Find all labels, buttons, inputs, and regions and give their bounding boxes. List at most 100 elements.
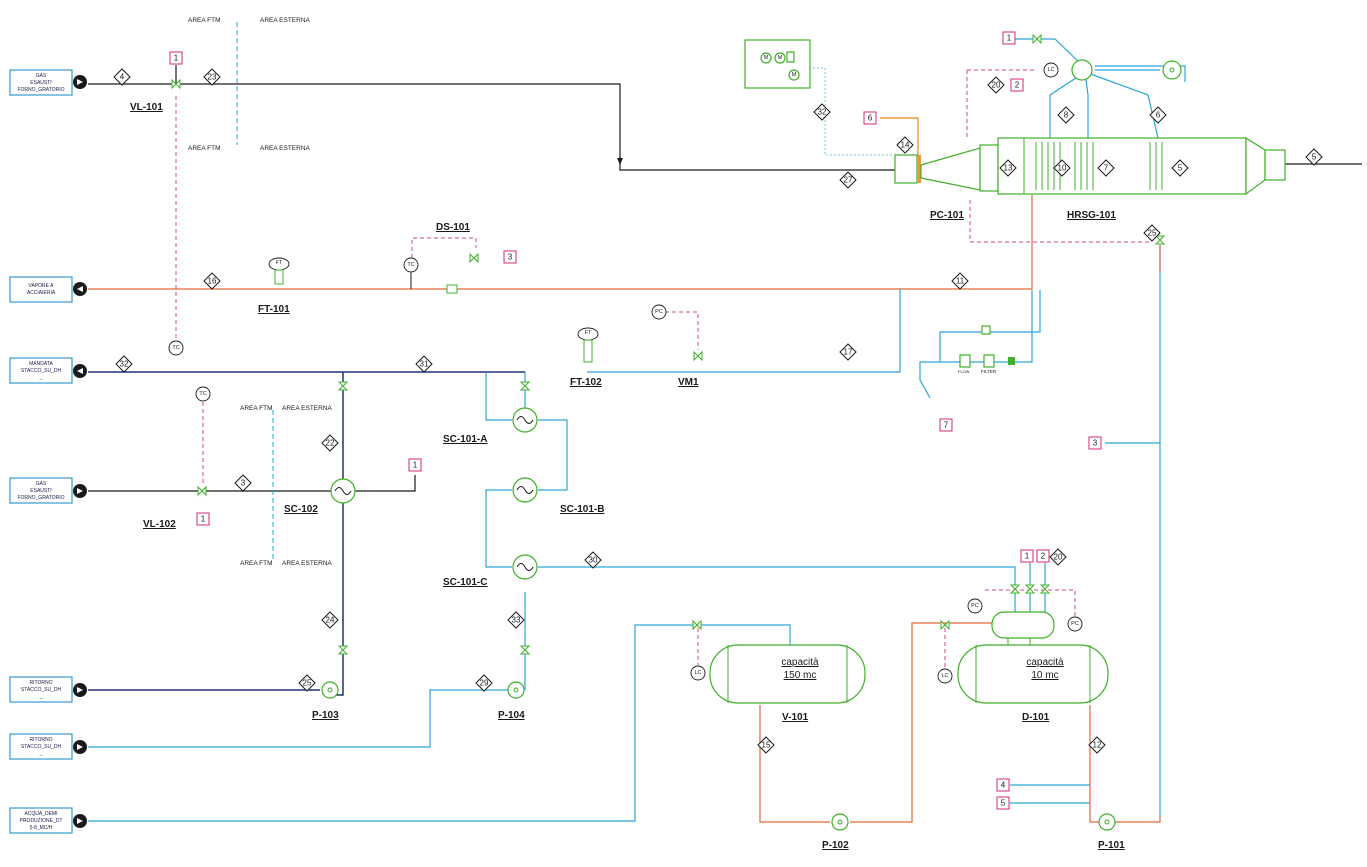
svg-text:STACCO_SU_DH: STACCO_SU_DH [21,744,62,750]
ds101-tag: DS-101 [436,222,470,233]
stream-marker-11[interactable]: 11 [951,272,969,290]
source-gas-esausti-1[interactable]: GAS ESAUSTI FORNO_GRATORIO [9,69,87,96]
stream-marker-10[interactable]: 10 [1053,159,1071,177]
stream-marker-14[interactable]: 14 [896,136,914,154]
stream-marker-23[interactable]: 23 [203,68,221,86]
pc101-precooler[interactable]: PC-101 [894,144,999,221]
stream-marker-4[interactable]: 4 [113,68,131,86]
reference-box-1[interactable]: 1 [196,512,210,526]
stream-marker-12[interactable]: 12 [1088,736,1106,754]
reference-box-1[interactable]: 1 [1002,31,1016,45]
sc101c-exchanger[interactable]: SC-101-C [443,554,538,588]
svg-text:FT-101: FT-101 [258,304,290,315]
svg-text:8: 8 [1064,111,1069,120]
stream-marker-20[interactable]: 20 [987,76,1005,94]
stream-marker-32[interactable]: 32 [115,355,133,373]
d101-vessel[interactable]: capacità 10 mc D-101 [957,611,1109,723]
instrument-tc-3[interactable]: TC [403,257,419,289]
filter-skid[interactable]: FLOW FILTER [958,325,1015,374]
stream-marker-30[interactable]: 30 [584,551,602,569]
p104-pump[interactable]: P-104 [498,681,525,721]
reference-box-2[interactable]: 2 [1010,78,1024,92]
stream-marker-5[interactable]: 5 [1171,159,1189,177]
svg-text:TC: TC [407,262,414,268]
svg-text:29: 29 [480,679,489,688]
instrument-tc-2[interactable]: TC [195,386,211,402]
reference-box-5[interactable]: 5 [996,796,1010,810]
stream-marker-17[interactable]: 17 [839,343,857,361]
instrument-tc-1[interactable]: TC [168,340,184,356]
area-labels: AREA FTM AREA ESTERNA AREA FTM AREA ESTE… [188,17,333,567]
stream-marker-29[interactable]: 29 [475,674,493,692]
source-acqua-demi[interactable]: ACQUA_DEMI PRODUZIONE_DT 5-8_MC/H [9,807,87,834]
reference-box-1[interactable]: 1 [169,51,183,65]
svg-text:PC: PC [971,603,979,609]
stream-marker-13[interactable]: 13 [999,159,1017,177]
sc101a-exchanger[interactable]: SC-101-A [443,407,538,445]
stream-marker-20[interactable]: 20 [1049,548,1067,566]
stream-marker-7[interactable]: 7 [1097,159,1115,177]
source-ritorno-1[interactable]: RITORNO STACCO_SU_DH _ [9,676,87,703]
reference-box-4[interactable]: 4 [996,778,1010,792]
svg-text:6: 6 [1156,111,1161,120]
sc101b-exchanger[interactable]: SC-101-B [512,477,604,515]
instrument-lc-2[interactable]: LC [690,665,706,681]
svg-text:LC: LC [1047,67,1054,73]
motor-skid[interactable]: M M M [744,39,811,89]
svg-text:16: 16 [208,277,217,286]
steam-distributor[interactable] [1071,59,1093,81]
pump-hrsg-icon[interactable] [1162,60,1182,80]
reference-box-7[interactable]: 7 [939,418,953,432]
valves[interactable] [171,33,1166,655]
svg-text:GAS: GAS [36,481,47,487]
stream-marker-25[interactable]: 25 [298,674,316,692]
p103-pump[interactable]: P-103 [312,681,339,721]
sc102-exchanger[interactable]: SC-102 [284,478,356,515]
svg-text:20: 20 [1054,553,1063,562]
v101-vessel[interactable]: capacità 150 mc V-101 [709,644,866,723]
p102-pump[interactable]: P-102 [822,813,849,851]
stream-marker-31[interactable]: 31 [415,355,433,373]
reference-box-1[interactable]: 1 [1020,549,1034,563]
instrument-pc-1[interactable]: PC [651,304,667,320]
reference-box-3[interactable]: 3 [503,250,517,264]
p101-pump[interactable]: P-101 [1098,813,1125,851]
stream-marker-8[interactable]: 8 [1057,106,1075,124]
stream-marker-16[interactable]: 16 [203,272,221,290]
stream-marker-5[interactable]: 5 [1305,148,1323,166]
source-vapore-acciaieria[interactable]: VAPORE A ACCIAIERIA [9,276,87,303]
stream-marker-3[interactable]: 3 [234,474,252,492]
svg-text:MANDATA: MANDATA [29,361,53,367]
instrument-lc-1[interactable]: LC [1043,62,1059,78]
stream-marker-27[interactable]: 27 [839,171,857,189]
svg-text:STACCO_SU_DH: STACCO_SU_DH [21,687,62,693]
svg-text:FORNO_GRATORIO: FORNO_GRATORIO [17,495,64,501]
reference-box-2[interactable]: 2 [1036,549,1050,563]
signal-lines [175,22,1150,667]
instrument-ft-101[interactable]: FT FT-101 [258,257,290,315]
stream-marker-25[interactable]: 25 [1143,224,1161,242]
svg-text:3: 3 [1093,439,1098,448]
source-ritorno-2[interactable]: RITORNO STACCO_SU_DH _ [9,733,87,760]
instrument-ft-102[interactable]: FT FT-102 [570,327,602,388]
stream-marker-22[interactable]: 22 [321,434,339,452]
instrument-pc-2[interactable]: PC [967,598,983,614]
stream-marker-15[interactable]: 15 [757,736,775,754]
instrument-lc-3[interactable]: LC [937,668,953,684]
stream-marker-32[interactable]: 32 [813,103,831,121]
reference-box-1[interactable]: 1 [408,458,422,472]
stream-marker-24[interactable]: 24 [321,611,339,629]
svg-text:STACCO_SU_DH: STACCO_SU_DH [21,368,62,374]
reference-box-3[interactable]: 3 [1088,436,1102,450]
instrument-pc-3[interactable]: PC [1067,616,1083,632]
svg-text:V-101: V-101 [782,712,809,723]
svg-text:25: 25 [303,679,312,688]
stream-marker-6[interactable]: 6 [1149,106,1167,124]
hrsg101-boiler[interactable]: HRSG-101 [997,136,1286,221]
reference-box-6[interactable]: 6 [863,111,877,125]
source-gas-esausti-2[interactable]: GAS ESAUSTI FORNO_GRATORIO [9,477,87,504]
stream-marker-33[interactable]: 33 [507,611,525,629]
source-mandata-stacco[interactable]: MANDATA STACCO_SU_DH _ [9,357,87,384]
